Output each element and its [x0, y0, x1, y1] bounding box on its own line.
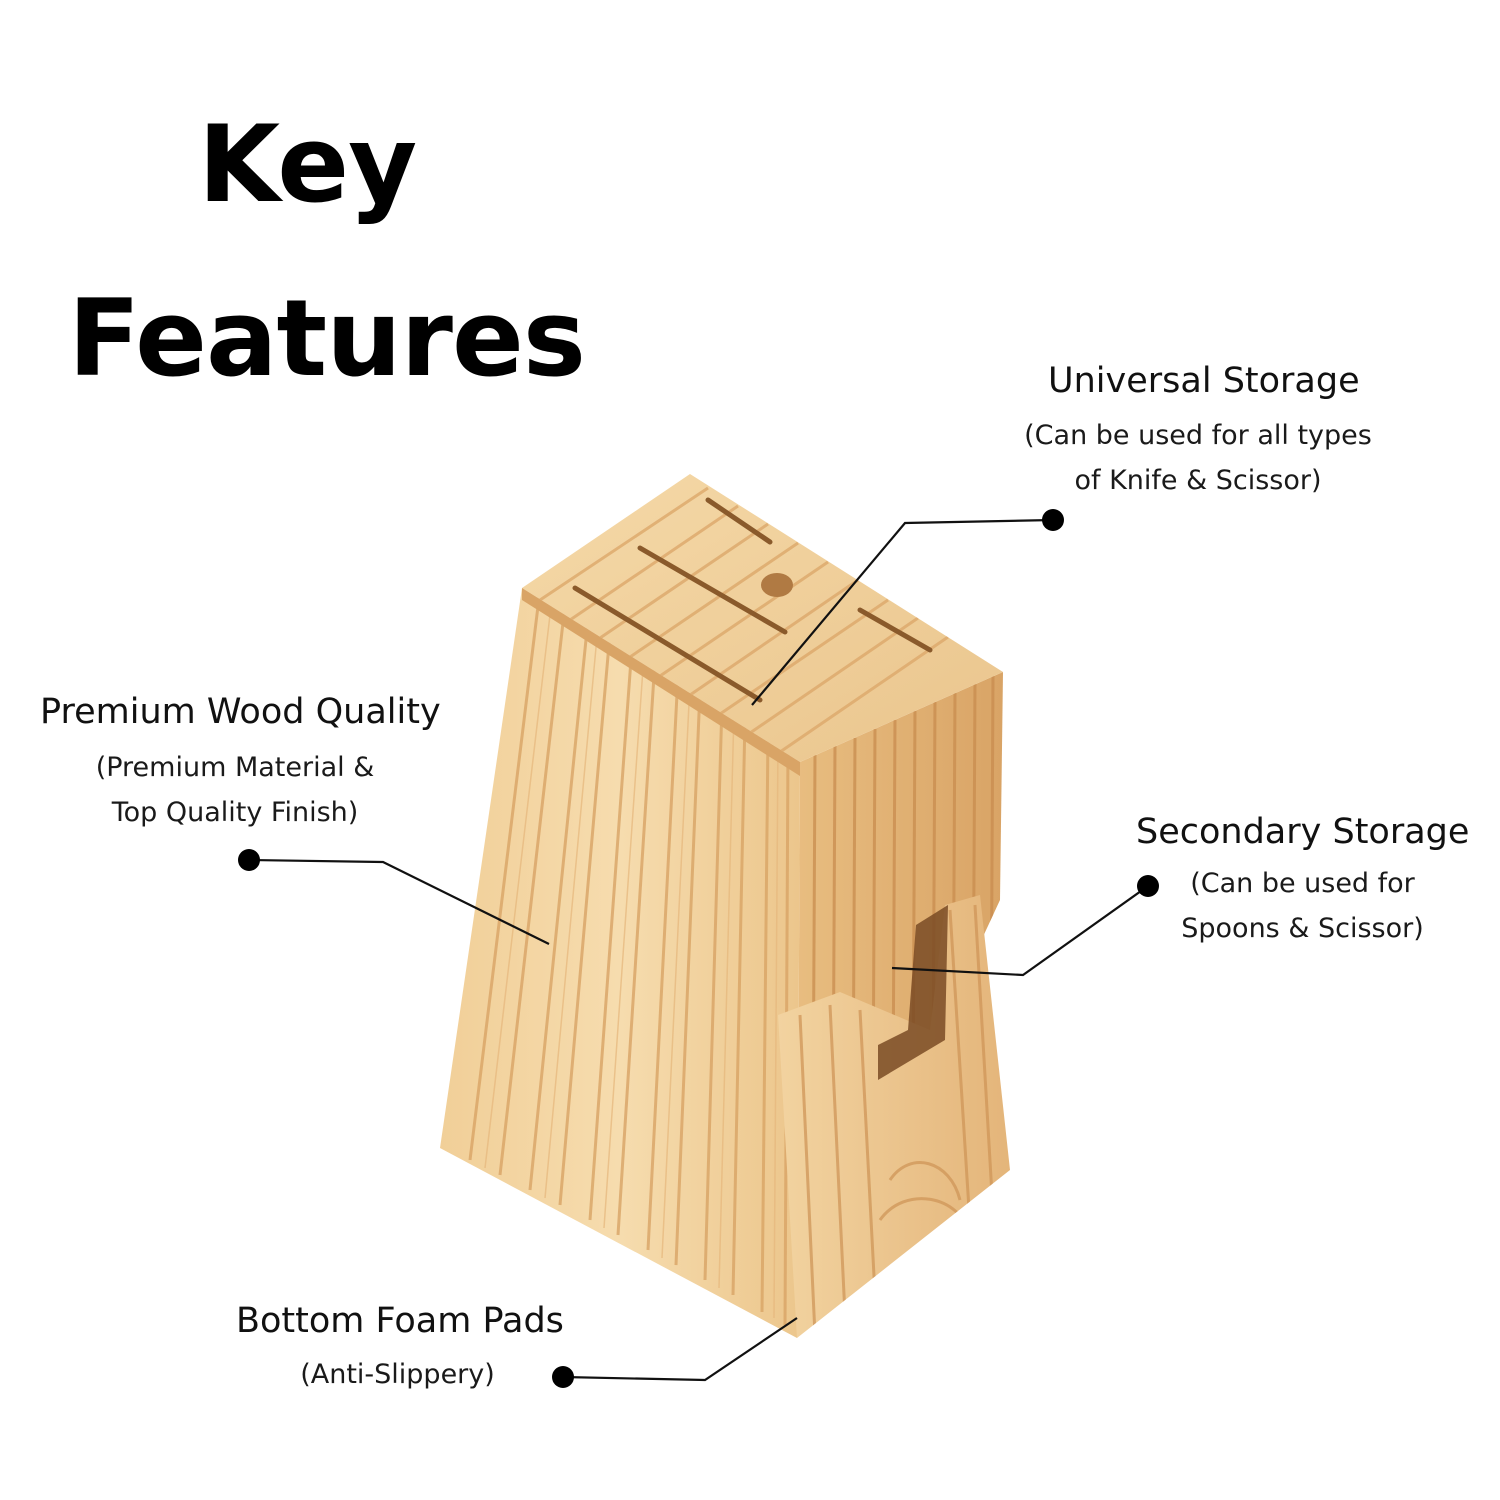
callout-dot-pads	[552, 1366, 574, 1388]
feature-pads-desc: (Anti-Slippery)	[280, 1359, 515, 1390]
feature-universal-desc-line2: of Knife & Scissor)	[1074, 465, 1322, 497]
callout-dot-premium	[238, 849, 260, 871]
callout-lines	[248, 518, 1149, 1382]
callout-line-secondary	[891, 885, 1149, 977]
callout-dots	[238, 509, 1159, 1388]
callout-line-premium	[248, 858, 550, 945]
callout-line-pads	[562, 1317, 798, 1382]
feature-pads-desc-line1: (Anti-Slippery)	[300, 1359, 495, 1390]
feature-secondary-desc-line2: Spoons & Scissor)	[1181, 913, 1424, 945]
feature-premium-title: Premium Wood Quality	[40, 692, 441, 732]
knife-block-front-face	[440, 588, 800, 1338]
feature-pads-title: Bottom Foam Pads	[236, 1301, 564, 1341]
feature-universal-title: Universal Storage	[1048, 361, 1360, 401]
callout-dot-secondary	[1137, 875, 1159, 897]
knife-block-base-holder	[778, 895, 1010, 1338]
heading-key: Key	[198, 103, 417, 226]
feature-secondary-desc-line1: (Can be used for	[1190, 868, 1415, 899]
feature-secondary-title: Secondary Storage	[1136, 812, 1470, 852]
secondary-slot	[878, 905, 948, 1080]
feature-premium-desc-line1: (Premium Material &	[95, 752, 375, 783]
feature-secondary-desc: (Can be used for Spoons & Scissor)	[1160, 868, 1445, 944]
feature-premium-desc: (Premium Material & Top Quality Finish)	[60, 752, 410, 828]
knife-block-top-face	[522, 474, 1003, 776]
feature-premium-desc-line2: Top Quality Finish)	[111, 797, 359, 829]
heading-features: Features	[68, 277, 586, 400]
feature-universal-desc: (Can be used for all types of Knife & Sc…	[1012, 420, 1384, 496]
knife-slots	[572, 497, 933, 703]
callout-dot-universal	[1042, 509, 1064, 531]
sharpener-hole	[761, 573, 793, 597]
callout-line-universal	[751, 518, 1054, 706]
feature-universal-desc-line1: (Can be used for all types	[1024, 420, 1372, 451]
